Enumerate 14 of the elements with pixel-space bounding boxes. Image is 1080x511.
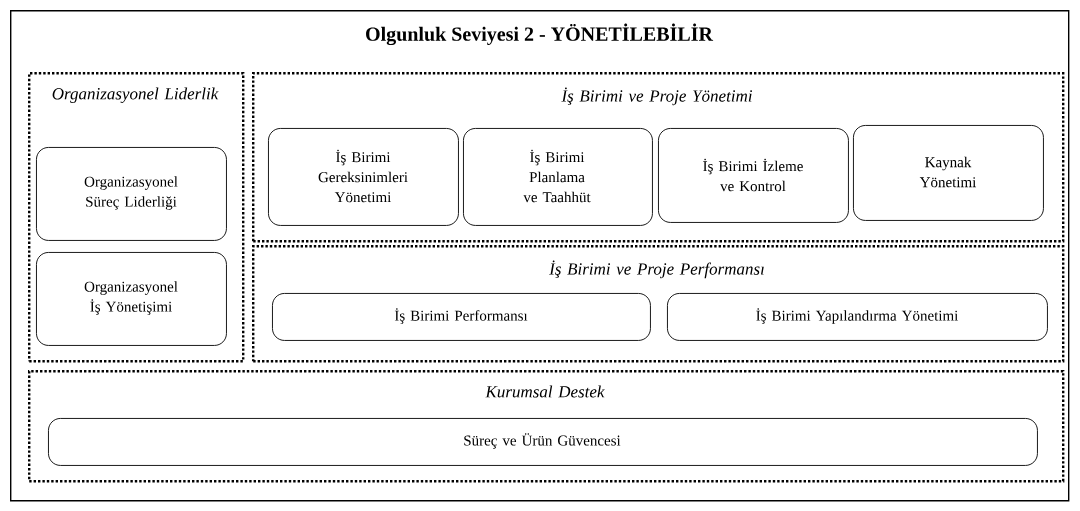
title: Olgunluk Seviyesi 2 - YÖNETİLEBİLİR [366, 23, 714, 46]
process-box: İş Birimi Performansı [272, 293, 651, 341]
process-box: İş Birimi Gereksinimleri Yönetimi [268, 128, 459, 226]
process-box: Organizasyonel Süreç Liderliği [36, 147, 227, 241]
process-box: İş Birimi İzleme ve Kontrol [658, 128, 849, 223]
process-box: Kaynak Yönetimi [853, 125, 1044, 221]
group-heading: Kurumsal Destek [485, 385, 605, 398]
group-heading: İş Birimi ve Proje Yönetimi [561, 87, 752, 106]
process-box: Organizasyonel İş Yönetişimi [36, 252, 227, 346]
group-heading: Organizasyonel Liderlik [52, 87, 219, 103]
group-heading: İş Birimi ve Proje Performansı [549, 260, 764, 279]
process-box: İş Birimi Yapılandırma Yönetimi [667, 293, 1048, 341]
process-box: Süreç ve Ürün Güvencesi [48, 418, 1038, 466]
process-box: İş Birimi Planlama ve Taahhüt [463, 128, 653, 226]
